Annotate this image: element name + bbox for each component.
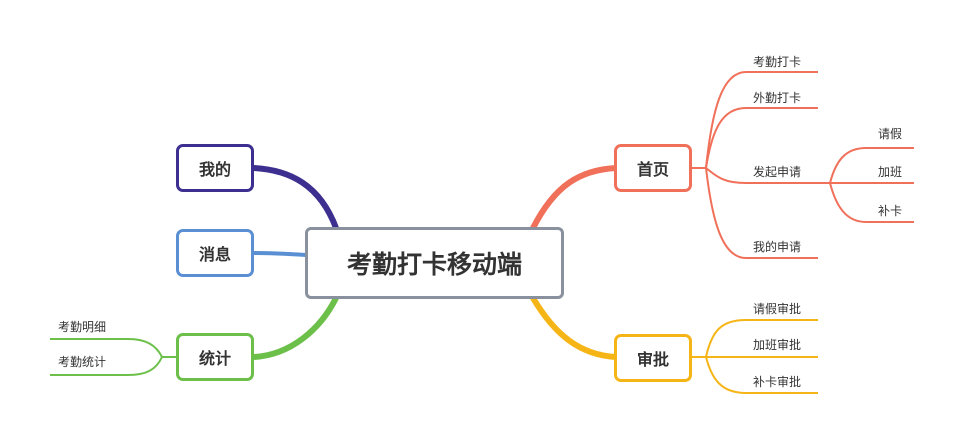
branch-msg-label: 消息	[198, 245, 231, 264]
connector-home-4	[705, 167, 818, 259]
leaf-attendance-stats[interactable]: 考勤统计	[58, 355, 107, 369]
connector-apply-3	[829, 182, 914, 223]
branch-msg[interactable]: 消息	[176, 229, 254, 277]
leaf-attendance-detail[interactable]: 考勤明细	[58, 320, 107, 334]
branch-stats-label: 统计	[198, 349, 231, 368]
branch-home[interactable]: 首页	[614, 144, 692, 192]
branch-stats[interactable]: 统计	[176, 333, 254, 381]
connector-stats-1	[50, 338, 178, 358]
branch-mine-label: 我的	[198, 160, 231, 179]
connector-apply-1	[829, 147, 914, 184]
connector-home-2	[705, 107, 818, 169]
leaf-start-application[interactable]: 发起申请	[753, 165, 802, 179]
connector-root-approve	[530, 295, 619, 360]
connector-root-mine	[251, 165, 339, 231]
leaf-leave[interactable]: 请假	[878, 127, 903, 141]
root-label: 考勤打卡移动端	[346, 250, 522, 279]
connector-approve-1	[692, 319, 818, 358]
connector-root-msg	[252, 251, 308, 257]
connector-root-stats	[251, 295, 339, 360]
leaf-my-applications[interactable]: 我的申请	[753, 240, 802, 254]
leaf-attendance-checkin[interactable]: 考勤打卡	[753, 55, 802, 69]
connector-home-1	[692, 71, 818, 169]
leaf-card-approval[interactable]: 补卡审批	[753, 375, 802, 389]
leaf-overtime[interactable]: 加班	[878, 165, 903, 179]
leaf-card-supplement[interactable]: 补卡	[878, 204, 903, 218]
leaf-field-checkin[interactable]: 外勤打卡	[753, 91, 802, 105]
branch-approve[interactable]: 审批	[614, 334, 692, 382]
branch-home-label: 首页	[636, 160, 669, 179]
connector-stats-2	[50, 356, 163, 376]
connector-home-3	[705, 167, 830, 184]
branch-approve-label: 审批	[636, 350, 669, 369]
connector-approve-3	[705, 356, 818, 394]
leaf-leave-approval[interactable]: 请假审批	[753, 302, 802, 316]
leaf-overtime-approval[interactable]: 加班审批	[753, 338, 802, 352]
branch-mine[interactable]: 我的	[176, 144, 254, 192]
connector-root-home	[530, 165, 619, 231]
root-node[interactable]: 考勤打卡移动端	[305, 227, 564, 299]
